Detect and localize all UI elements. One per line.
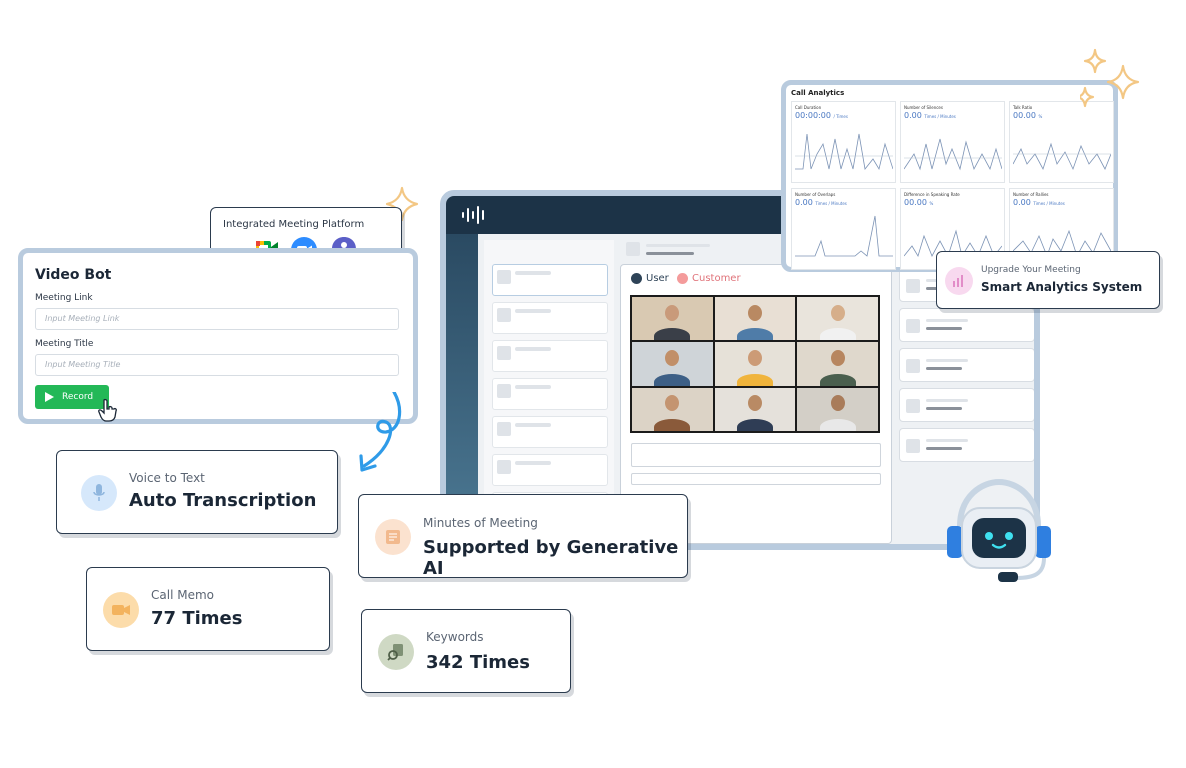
message-input[interactable]	[631, 443, 881, 467]
list-item[interactable]	[492, 302, 608, 334]
meeting-link-input[interactable]: Input Meeting Link	[35, 308, 399, 330]
right-list-item[interactable]	[899, 428, 1034, 462]
metric-title: Talk Ratio	[1013, 105, 1033, 110]
metric-title: Call Duration	[795, 105, 822, 110]
video-bot-title: Video Bot	[35, 267, 112, 283]
record-label: Record	[62, 392, 94, 402]
participant-video	[797, 342, 878, 386]
app-sidebar	[446, 234, 478, 544]
waveform-logo-icon	[462, 206, 484, 224]
metric-title: Difference in Speaking Rate	[904, 192, 960, 197]
play-icon	[45, 392, 54, 402]
integrated-title: Integrated Meeting Platform	[223, 219, 365, 230]
participant-video	[797, 297, 878, 341]
participant-video	[714, 297, 796, 341]
participant-video	[797, 387, 878, 431]
list-item[interactable]	[492, 264, 608, 296]
metric-value: 00.00 %	[1013, 111, 1043, 120]
meeting-panel: User Customer	[620, 264, 892, 544]
customer-label: Customer	[692, 273, 741, 284]
list-item[interactable]	[492, 416, 608, 448]
video-grid	[630, 295, 880, 433]
metric-title: Number of Rallies	[1013, 192, 1049, 197]
robot-mascot-icon	[947, 478, 1051, 582]
metric-sparkline	[795, 133, 893, 171]
list-item[interactable]	[492, 340, 608, 372]
conversation-list	[484, 240, 614, 540]
keywords-card: Keywords 342 Times	[361, 609, 571, 693]
metric-title: Number of Silences	[904, 105, 943, 110]
feature-subtitle: Keywords	[426, 630, 484, 644]
participant-video	[632, 387, 713, 431]
document-icon	[375, 519, 411, 555]
smart-analytics-card: Upgrade Your Meeting Smart Analytics Sys…	[936, 251, 1160, 309]
participant-video	[632, 297, 713, 341]
legend-customer: Customer	[677, 273, 741, 284]
feature-subtitle: Minutes of Meeting	[423, 516, 538, 530]
legend-user: User	[631, 273, 669, 284]
smart-subtitle: Upgrade Your Meeting	[981, 265, 1081, 275]
right-list-item[interactable]	[899, 308, 1034, 342]
header-avatar-placeholder	[626, 242, 640, 256]
call-analytics-panel: Call Analytics Call Duration 00:00:00 / …	[781, 80, 1118, 272]
voice-to-text-card: Voice to Text Auto Transcription	[56, 450, 338, 534]
meeting-link-label: Meeting Link	[35, 293, 93, 303]
document-search-icon	[378, 634, 414, 670]
sparkle-icon	[385, 186, 419, 222]
sparkle-icon	[1080, 48, 1140, 108]
feature-subtitle: Call Memo	[151, 588, 214, 602]
list-item[interactable]	[492, 378, 608, 410]
video-camera-icon	[103, 592, 139, 628]
metric-sparkline	[1013, 142, 1111, 171]
video-bot-panel: Video Bot Meeting Link Input Meeting Lin…	[18, 248, 418, 424]
header-placeholder	[646, 252, 694, 255]
bar-chart-icon	[945, 267, 973, 295]
right-list-item[interactable]	[899, 388, 1034, 422]
metric-card: Number of Overlaps 0.00 Times / Minutes	[791, 188, 896, 270]
metric-card: Talk Ratio 00.00 %	[1009, 101, 1114, 183]
feature-title: Supported by Generative AI	[423, 537, 679, 579]
metric-value: 00:00:00 / Times	[795, 111, 848, 120]
right-list-item[interactable]	[899, 348, 1034, 382]
metric-value: 0.00 Times / Minutes	[904, 111, 956, 120]
analytics-title: Call Analytics	[791, 89, 845, 97]
metric-sparkline	[904, 229, 1002, 258]
feature-title: Auto Transcription	[129, 490, 317, 511]
metric-card: Number of Silences 0.00 Times / Minutes	[900, 101, 1005, 183]
meeting-title-input[interactable]: Input Meeting Title	[35, 354, 399, 376]
metric-card: Call Duration 00:00:00 / Times	[791, 101, 896, 183]
participant-video	[714, 342, 796, 386]
feature-title: 77 Times	[151, 608, 243, 629]
metric-title: Number of Overlaps	[795, 192, 836, 197]
user-label: User	[646, 273, 669, 284]
metric-value: 0.00 Times / Minutes	[1013, 198, 1065, 207]
smart-title: Smart Analytics System	[981, 280, 1143, 294]
hand-cursor-icon	[98, 398, 117, 422]
call-memo-card: Call Memo 77 Times	[86, 567, 330, 651]
header-placeholder	[646, 244, 710, 247]
user-face-icon	[631, 273, 642, 284]
list-item[interactable]	[492, 454, 608, 486]
metric-sparkline	[795, 215, 893, 257]
feature-subtitle: Voice to Text	[129, 471, 205, 485]
meeting-title-label: Meeting Title	[35, 339, 94, 349]
participant-video	[714, 387, 796, 431]
message-bar	[631, 473, 881, 485]
record-button[interactable]: Record	[35, 385, 109, 409]
customer-face-icon	[677, 273, 688, 284]
metric-value: 00.00 %	[904, 198, 934, 207]
metric-value: 0.00 Times / Minutes	[795, 198, 847, 207]
curly-arrow-icon	[359, 392, 402, 472]
feature-title: 342 Times	[426, 652, 530, 673]
participant-video	[632, 342, 713, 386]
metric-sparkline	[904, 138, 1002, 171]
microphone-icon	[81, 475, 117, 511]
minutes-of-meeting-card: Minutes of Meeting Supported by Generati…	[358, 494, 688, 579]
